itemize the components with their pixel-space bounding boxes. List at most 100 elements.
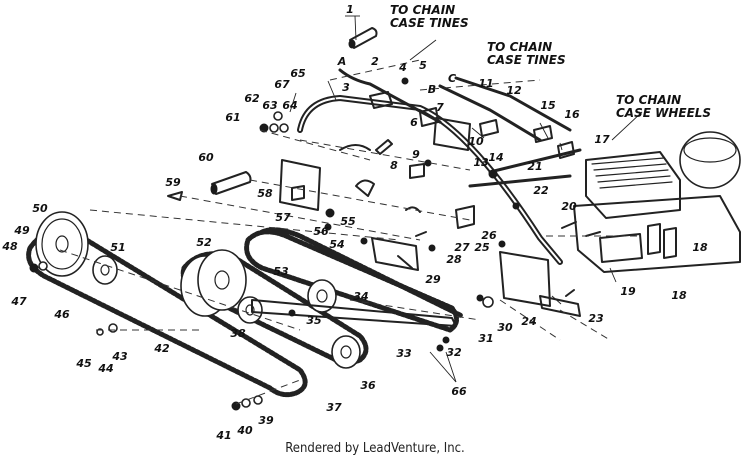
- callout-26: 26: [481, 229, 497, 242]
- callout-37: 37: [326, 401, 342, 414]
- bracket-24: [499, 251, 551, 307]
- callout-66: 66: [451, 385, 467, 398]
- callout-8: 8: [390, 159, 398, 172]
- callout-27: 27: [454, 241, 470, 254]
- handle-tube-65-inner: [299, 97, 561, 263]
- leader-lines: [289, 15, 643, 383]
- callout-1: 1: [346, 3, 354, 16]
- callout-61: 61: [225, 111, 240, 124]
- callout-17: 17: [594, 133, 610, 146]
- callouts: 1 2 3 4 5 6 7 8 9 10 11 12 13 14 15 16 1…: [1, 3, 708, 442]
- cable-21: [488, 148, 582, 174]
- callout-60: 60: [198, 151, 214, 164]
- pulley-34: [307, 279, 337, 313]
- footer-credit: Rendered by LeadVenture, Inc.: [285, 441, 465, 456]
- note-line: TO CHAIN: [390, 3, 455, 17]
- callout-24: 24: [521, 315, 536, 328]
- callout-3: 3: [342, 81, 350, 94]
- pulley-51: [92, 255, 118, 285]
- callout-67: 67: [274, 78, 290, 91]
- callout-14: 14: [488, 151, 503, 164]
- callout-44: 44: [97, 362, 113, 375]
- callout-54: 54: [329, 238, 344, 251]
- callout-19: 19: [620, 285, 636, 298]
- callout-10: 10: [468, 135, 484, 148]
- callout-62: 62: [244, 92, 260, 105]
- callout-12: 12: [506, 84, 522, 97]
- callout-45: 45: [75, 357, 92, 370]
- note-line: CASE WHEELS: [616, 106, 711, 120]
- callout-5: 5: [419, 59, 427, 72]
- callout-47: 47: [10, 295, 27, 308]
- callout-39: 39: [258, 414, 274, 427]
- cable-22: [468, 174, 572, 188]
- callout-18b: 18: [671, 289, 687, 302]
- cable-b: [438, 84, 542, 142]
- pulley-52: [180, 249, 247, 317]
- callout-64: 64: [282, 99, 297, 112]
- note-line: TO CHAIN: [487, 40, 552, 54]
- callout-55: 55: [340, 215, 356, 228]
- note-chain-tines-2: TO CHAIN CASE TINES: [487, 40, 566, 67]
- roller-60: [210, 171, 252, 195]
- callout-11: 11: [478, 77, 493, 90]
- cable-c: [454, 76, 572, 132]
- callout-32: 32: [446, 346, 462, 359]
- callout-31: 31: [478, 332, 493, 345]
- callout-21: 21: [527, 160, 542, 173]
- callout-16: 16: [564, 108, 580, 121]
- callout-42: 42: [153, 342, 170, 355]
- belt-29: [259, 227, 465, 319]
- callout-18a: 18: [692, 241, 708, 254]
- callout-38: 38: [230, 327, 246, 340]
- callout-57: 57: [275, 211, 291, 224]
- callout-7: 7: [436, 101, 444, 114]
- roller-1: [348, 27, 378, 49]
- note-line: TO CHAIN: [616, 93, 681, 107]
- bracket-57: [279, 159, 321, 211]
- callout-28: 28: [446, 253, 462, 266]
- cable-a: [338, 68, 442, 124]
- callout-22: 22: [533, 184, 549, 197]
- bracket-9: [433, 117, 471, 151]
- callout-48: 48: [1, 240, 18, 253]
- callout-35: 35: [306, 314, 322, 327]
- callout-6: 6: [410, 116, 418, 129]
- idler-arm-33: [251, 299, 457, 327]
- pulley-36: [331, 335, 361, 369]
- callout-56: 56: [313, 225, 329, 238]
- callout-58: 58: [257, 187, 273, 200]
- callout-36: 36: [360, 379, 376, 392]
- callout-50: 50: [32, 202, 48, 215]
- callout-9: 9: [412, 148, 420, 161]
- callout-2: 2: [371, 55, 379, 68]
- callout-4: 4: [398, 61, 407, 74]
- callout-65: 65: [290, 67, 306, 80]
- callout-13: 13: [473, 156, 489, 169]
- callout-49: 49: [13, 224, 30, 237]
- callout-34: 34: [353, 290, 368, 303]
- pulley-38: [237, 296, 263, 324]
- callout-53: 53: [273, 265, 289, 278]
- cable-letter-b: B: [428, 83, 436, 96]
- callout-15: 15: [540, 99, 556, 112]
- callout-59: 59: [165, 176, 181, 189]
- callout-52: 52: [196, 236, 212, 249]
- assembly-lines: [59, 59, 640, 405]
- cable-letter-c: C: [448, 72, 456, 85]
- plate-23: [539, 295, 581, 317]
- callout-40: 40: [236, 424, 253, 437]
- callout-25: 25: [474, 241, 490, 254]
- note-line: CASE TINES: [487, 53, 566, 67]
- note-chain-tines-1: TO CHAIN CASE TINES: [390, 3, 469, 30]
- note-line: CASE TINES: [390, 16, 469, 30]
- callout-43: 43: [111, 350, 128, 363]
- callout-30: 30: [497, 321, 513, 334]
- callout-46: 46: [53, 308, 70, 321]
- callout-20: 20: [561, 200, 577, 213]
- callout-33: 33: [396, 347, 412, 360]
- callout-23: 23: [588, 312, 604, 325]
- callout-41: 41: [215, 429, 231, 442]
